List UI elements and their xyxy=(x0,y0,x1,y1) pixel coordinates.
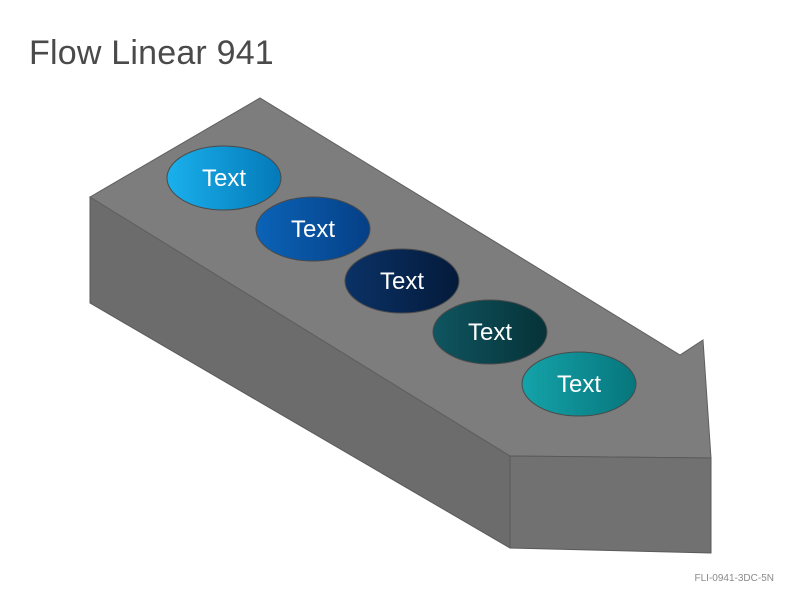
step-oval-5 xyxy=(521,351,637,417)
step-label-3: Text xyxy=(380,268,424,295)
step-label-4: Text xyxy=(468,319,512,346)
step-label-2: Text xyxy=(291,216,335,243)
step-oval-4 xyxy=(432,299,548,365)
arrow-head-front-face xyxy=(509,455,712,554)
step-3: Text xyxy=(344,248,460,314)
step-oval-3 xyxy=(344,248,460,314)
step-5: Text xyxy=(521,351,637,417)
step-label-1: Text xyxy=(202,165,246,192)
step-oval-1 xyxy=(166,145,282,211)
step-oval-2 xyxy=(255,196,371,262)
step-1: Text xyxy=(166,145,282,211)
step-2: Text xyxy=(255,196,371,262)
diagram-code: FLI-0941-3DC-5N xyxy=(694,573,774,584)
page-title: Flow Linear 941 xyxy=(29,34,274,72)
step-4: Text xyxy=(432,299,548,365)
step-label-5: Text xyxy=(557,371,601,398)
